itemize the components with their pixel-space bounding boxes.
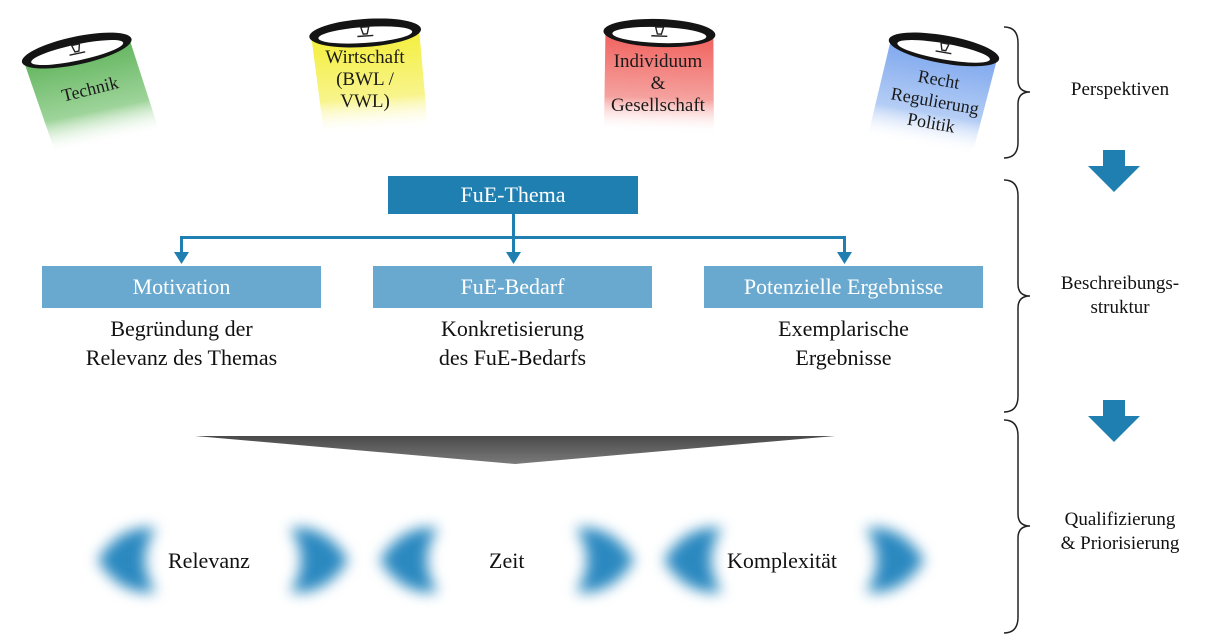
connector-vertical-main	[512, 214, 515, 238]
category-desc-fue-bedarf: Konkretisierung des FuE-Bedarfs	[438, 316, 587, 370]
spotlight-individuum-icon	[603, 18, 716, 136]
category-box-ergebnisse: Potenzielle Ergebnisse	[704, 266, 983, 308]
category-box-fue-bedarf: FuE-Bedarf	[373, 266, 652, 308]
criterion-zeit: Zeit	[489, 548, 525, 573]
spotlight-technik-icon	[21, 32, 160, 155]
chevron-left-3-icon	[664, 527, 722, 593]
chevron-right-1-icon	[290, 527, 348, 593]
side-label-qualifizierung: Qualifizierung & Priorisierung	[1060, 509, 1180, 554]
category-desc-ergebnisse: Exemplarische Ergebnisse	[778, 316, 909, 370]
down-arrow-1-icon	[1088, 150, 1140, 192]
side-label-beschreibung: Beschreibungs- struktur	[1060, 273, 1180, 318]
brace-perspektiven	[1003, 26, 1031, 159]
chevron-right-2-icon	[576, 527, 634, 593]
connector-left	[180, 236, 183, 256]
criterion-relevanz: Relevanz	[168, 548, 250, 573]
side-label-perspektiven: Perspektiven	[1070, 79, 1170, 100]
perspective-label-individuum: Individuum & Gesellschaft	[611, 51, 705, 116]
chevron-left-1-icon	[98, 527, 156, 593]
connector-right	[843, 236, 846, 256]
spotlight-recht: Recht Regulierung Politik	[860, 20, 1010, 160]
topic-box: FuE-Thema	[388, 176, 638, 214]
category-desc-motivation: Begründung der Relevanz des Themas	[85, 316, 278, 370]
chevron-left-2-icon	[380, 527, 438, 593]
spotlight-recht-icon	[867, 32, 1000, 156]
down-arrow-2-icon	[1088, 400, 1140, 442]
arrowhead-right-icon	[837, 252, 852, 264]
spotlight-individuum: Individuum & Gesellschaft	[583, 5, 733, 145]
spotlight-wirtschaft-icon	[309, 18, 428, 137]
connector-middle	[512, 236, 515, 256]
category-box-motivation: Motivation	[42, 266, 321, 308]
chevron-right-3-icon	[866, 527, 924, 593]
brace-qualifizierung	[1003, 419, 1031, 634]
arrowhead-middle-icon	[506, 252, 521, 264]
spotlight-wirtschaft: Wirtschaft (BWL / VWL)	[290, 5, 440, 145]
criterion-komplexitaet: Komplexität	[727, 548, 837, 573]
perspective-label-wirtschaft: Wirtschaft (BWL / VWL)	[325, 47, 405, 112]
arrowhead-left-icon	[174, 252, 189, 264]
funnel-triangle	[195, 436, 835, 464]
brace-beschreibung	[1003, 179, 1031, 413]
spotlight-technik: Technik	[15, 20, 165, 160]
